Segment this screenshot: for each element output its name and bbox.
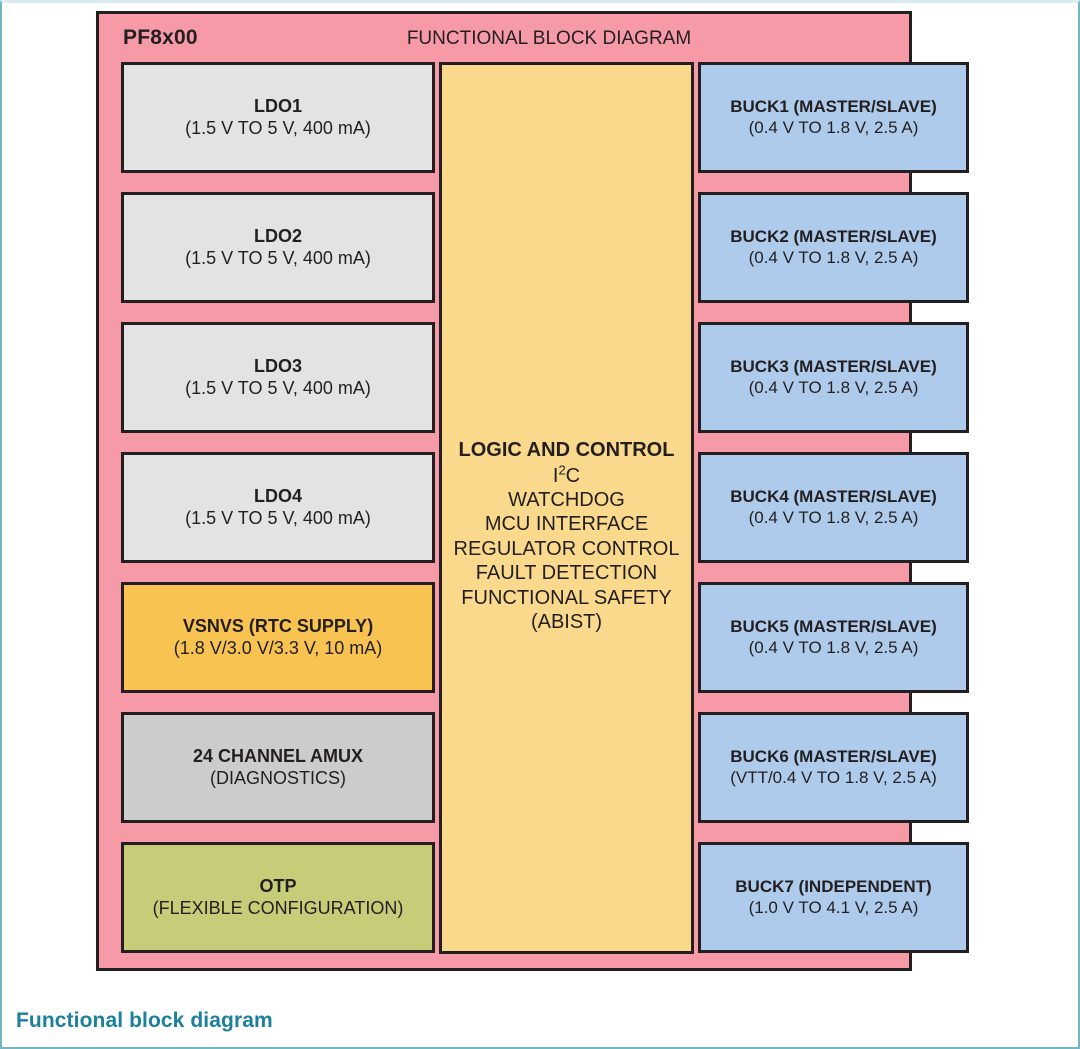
right-column-item-block: BUCK7 (INDEPENDENT)(1.0 V TO 4.1 V, 2.5 … <box>698 842 969 953</box>
right-column-item-block-subtitle: (0.4 V TO 1.8 V, 2.5 A) <box>748 377 919 397</box>
left-column-item-block: LDO2(1.5 V TO 5 V, 400 mA) <box>121 192 435 303</box>
right-column-item-block-title: BUCK1 (MASTER/SLAVE) <box>730 97 937 117</box>
left-column-item-block-title: LDO2 <box>253 226 302 247</box>
chip-package-outline: PF8x00 FUNCTIONAL BLOCK DIAGRAM LDO1(1.5… <box>96 11 969 971</box>
right-column-item-block-subtitle: (0.4 V TO 1.8 V, 2.5 A) <box>748 117 919 137</box>
right-column-item-block-title: BUCK2 (MASTER/SLAVE) <box>730 227 937 247</box>
right-block-column: BUCK1 (MASTER/SLAVE)(0.4 V TO 1.8 V, 2.5… <box>698 62 969 953</box>
left-column-item-block: LDO4(1.5 V TO 5 V, 400 mA) <box>121 452 435 563</box>
i2c-suffix: C <box>565 464 581 487</box>
left-column-item-block-title: OTP <box>259 876 297 897</box>
logic-line-fault-detection: FAULT DETECTION <box>475 562 658 585</box>
right-column-item-block: BUCK1 (MASTER/SLAVE)(0.4 V TO 1.8 V, 2.5… <box>698 62 969 173</box>
right-column-item-block-title: BUCK7 (INDEPENDENT) <box>735 877 932 897</box>
right-column-item-block: BUCK5 (MASTER/SLAVE)(0.4 V TO 1.8 V, 2.5… <box>698 582 969 693</box>
right-column-item-block-title: BUCK3 (MASTER/SLAVE) <box>730 357 937 377</box>
right-column-item-block-title: BUCK5 (MASTER/SLAVE) <box>730 617 937 637</box>
figure-caption: Functional block diagram <box>16 1009 273 1032</box>
logic-line-abist: (ABIST) <box>530 610 603 633</box>
right-column-item-block: BUCK3 (MASTER/SLAVE)(0.4 V TO 1.8 V, 2.5… <box>698 322 969 433</box>
logic-line-watchdog: WATCHDOG <box>508 488 625 511</box>
left-block-column: LDO1(1.5 V TO 5 V, 400 mA)LDO2(1.5 V TO … <box>121 62 435 953</box>
left-column-item-block: OTP(FLEXIBLE CONFIGURATION) <box>121 842 435 953</box>
right-column-item-block: BUCK6 (MASTER/SLAVE)(VTT/0.4 V TO 1.8 V,… <box>698 712 969 823</box>
left-column-item-block-title: LDO1 <box>253 96 302 117</box>
right-column-item-block: BUCK2 (MASTER/SLAVE)(0.4 V TO 1.8 V, 2.5… <box>698 192 969 303</box>
logic-line-regulator-control: REGULATOR CONTROL <box>453 537 680 560</box>
left-column-item-block-title: LDO4 <box>253 486 302 507</box>
right-column-item-block-title: BUCK6 (MASTER/SLAVE) <box>730 747 937 767</box>
right-column-item-block-subtitle: (0.4 V TO 1.8 V, 2.5 A) <box>748 637 919 657</box>
right-column-item-block-title: BUCK4 (MASTER/SLAVE) <box>730 487 937 507</box>
left-column-item-block-subtitle: (1.5 V TO 5 V, 400 mA) <box>185 117 371 138</box>
left-column-item-block: 24 CHANNEL AMUX(DIAGNOSTICS) <box>121 712 435 823</box>
page-title: FUNCTIONAL BLOCK DIAGRAM <box>406 28 692 49</box>
left-column-item-block-subtitle: (DIAGNOSTICS) <box>209 767 346 788</box>
logic-line-i2c: I2C <box>442 461 691 488</box>
left-column-item-block-subtitle: (1.8 V/3.0 V/3.3 V, 10 mA) <box>173 637 383 658</box>
left-column-item-block: VSNVS (RTC SUPPLY)(1.8 V/3.0 V/3.3 V, 10… <box>121 582 435 693</box>
left-column-item-block-subtitle: (1.5 V TO 5 V, 400 mA) <box>185 377 371 398</box>
left-column-item-block-title: 24 CHANNEL AMUX <box>192 746 364 767</box>
right-column-item-block-subtitle: (0.4 V TO 1.8 V, 2.5 A) <box>748 247 919 267</box>
right-column-item-block-subtitle: (1.0 V TO 4.1 V, 2.5 A) <box>748 897 919 917</box>
right-column-item-block: BUCK4 (MASTER/SLAVE)(0.4 V TO 1.8 V, 2.5… <box>698 452 969 563</box>
right-column-item-block-subtitle: (0.4 V TO 1.8 V, 2.5 A) <box>748 507 919 527</box>
right-column-item-block-subtitle: (VTT/0.4 V TO 1.8 V, 2.5 A) <box>730 767 937 787</box>
left-column-item-block: LDO1(1.5 V TO 5 V, 400 mA) <box>121 62 435 173</box>
chip-part-number: PF8x00 <box>123 26 198 49</box>
i2c-superscript: 2 <box>558 461 566 477</box>
chip-header: PF8x00 FUNCTIONAL BLOCK DIAGRAM <box>99 14 909 58</box>
logic-and-control-text: LOGIC AND CONTROL I2C WATCHDOG MCU INTER… <box>442 439 691 634</box>
left-column-item-block: LDO3(1.5 V TO 5 V, 400 mA) <box>121 322 435 433</box>
left-column-item-block-subtitle: (1.5 V TO 5 V, 400 mA) <box>185 507 371 528</box>
logic-and-control-block: LOGIC AND CONTROL I2C WATCHDOG MCU INTER… <box>439 62 694 954</box>
logic-title: LOGIC AND CONTROL <box>458 439 675 461</box>
logic-line-functional-safety: FUNCTIONAL SAFETY <box>461 586 672 609</box>
left-column-item-block-subtitle: (1.5 V TO 5 V, 400 mA) <box>185 247 371 268</box>
logic-line-mcu-interface: MCU INTERFACE <box>484 513 649 536</box>
i2c-prefix: I <box>552 464 559 487</box>
center-block-column: LOGIC AND CONTROL I2C WATCHDOG MCU INTER… <box>439 62 694 954</box>
left-column-item-block-title: LDO3 <box>253 356 302 377</box>
left-column-item-block-subtitle: (FLEXIBLE CONFIGURATION) <box>152 897 404 918</box>
left-column-item-block-title: VSNVS (RTC SUPPLY) <box>182 616 374 637</box>
